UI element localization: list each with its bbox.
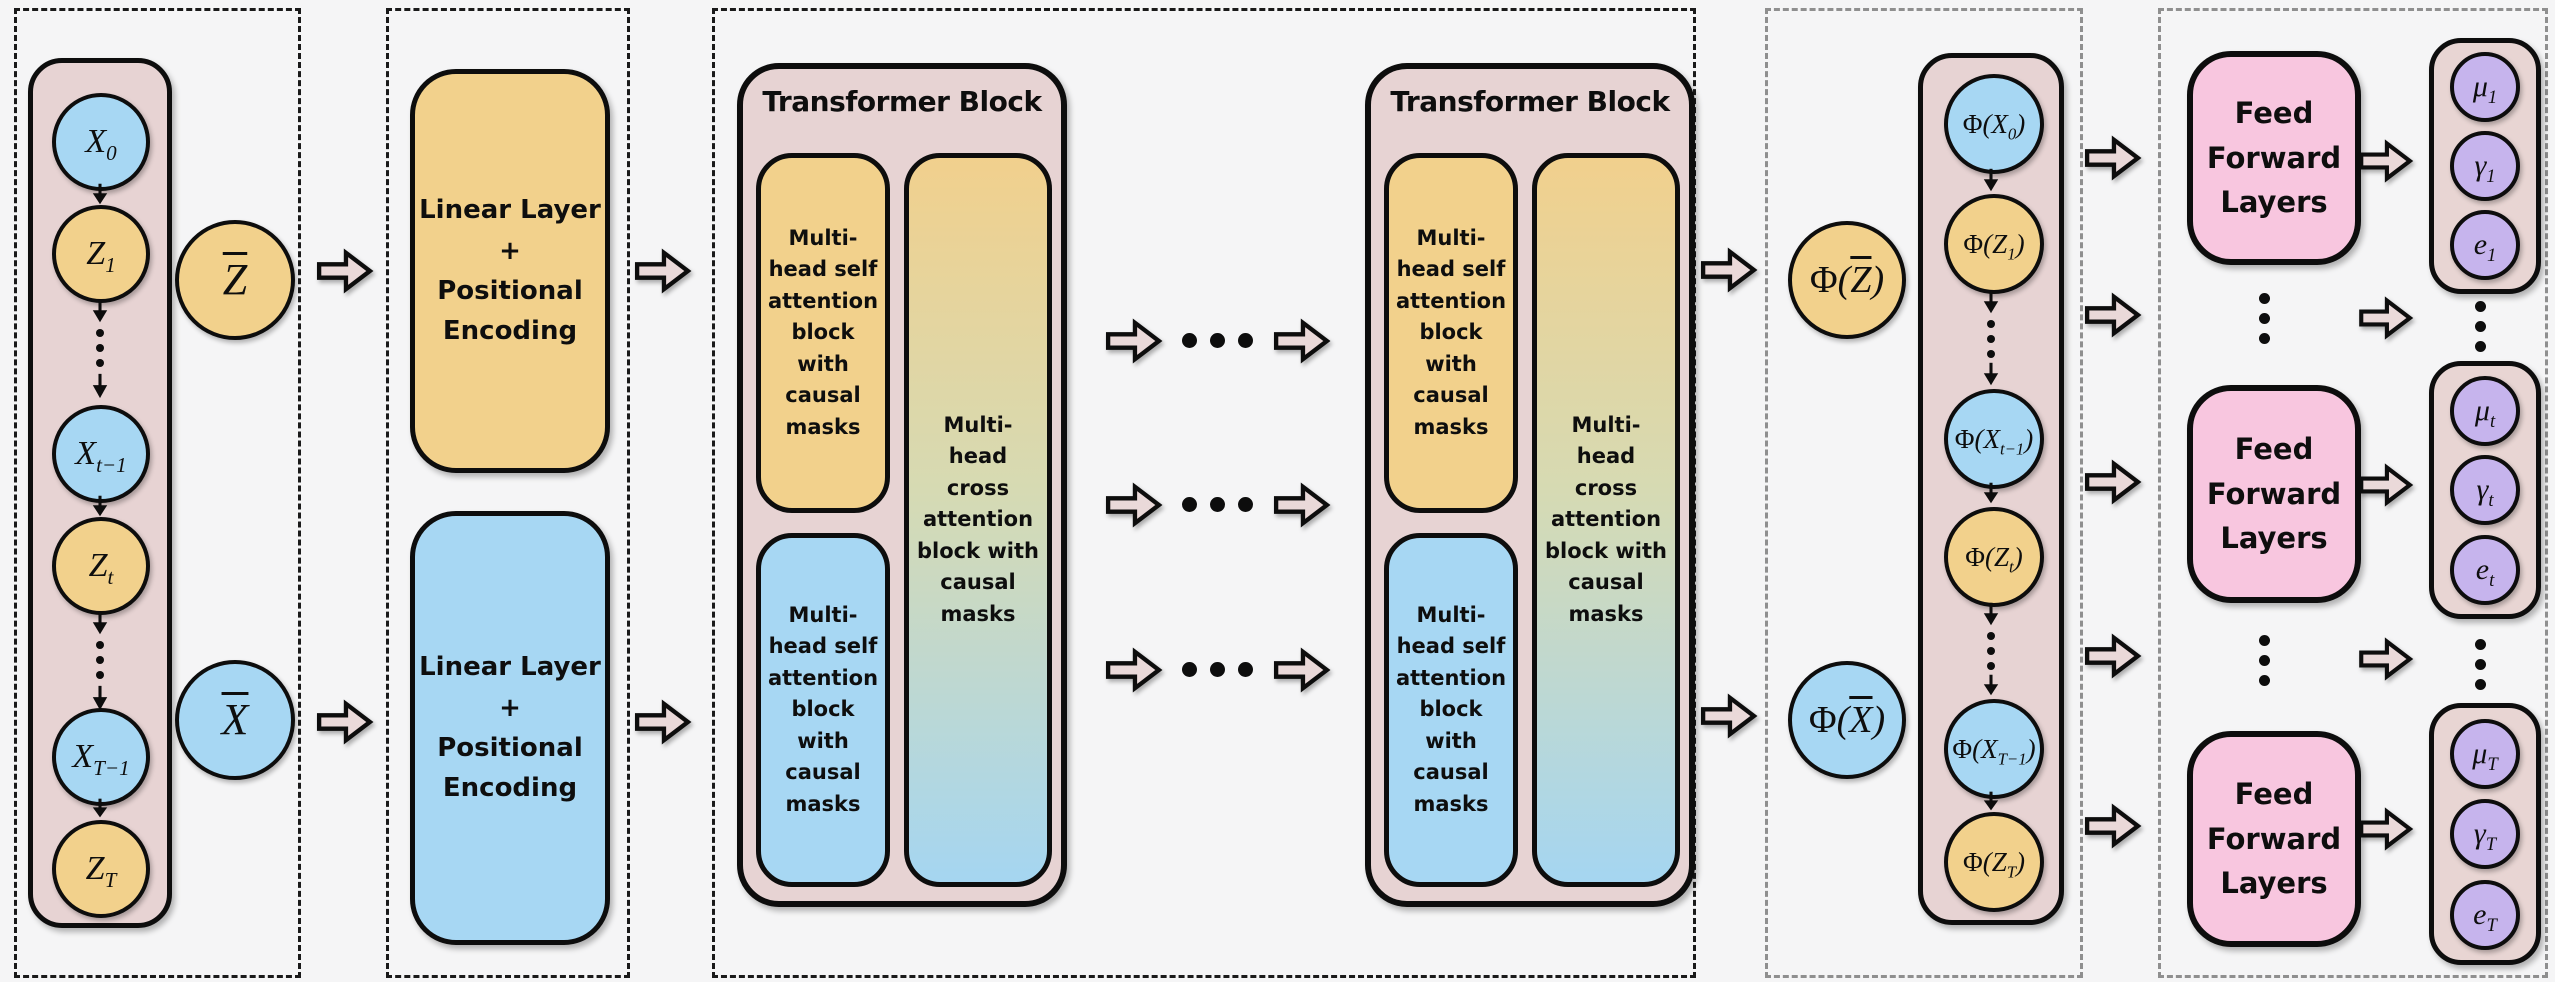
self-attention-x-block: Multi-head self attention block with cau… xyxy=(756,533,890,887)
block-arrow-icon xyxy=(1273,318,1331,364)
down-arrow-icon xyxy=(92,798,108,818)
node-phi-xbar: Φ(X) xyxy=(1788,661,1906,779)
node-z1: Z1 xyxy=(52,205,150,303)
node-mu-1: μ1 xyxy=(2450,52,2520,122)
node-zbar: Z xyxy=(175,220,295,340)
node-zT: ZT xyxy=(52,820,150,918)
vertical-ellipsis xyxy=(2259,635,2270,686)
node-phi-x0: Φ(X0) xyxy=(1944,74,2044,174)
phi-panel: Φ(Z) Φ(X) Φ(X0) Φ(Z1) Φ(Xt−1) Φ(Zt) Φ(XT… xyxy=(1765,8,2083,978)
transformer-panel: Transformer Block Multi-head self attent… xyxy=(712,8,1696,978)
block-arrow-icon xyxy=(1273,482,1331,528)
vertical-ellipsis xyxy=(96,329,104,367)
down-arrow-icon xyxy=(92,611,108,635)
feed-forward-block-2: Feed Forward Layers xyxy=(2187,385,2361,603)
block-arrow-icon xyxy=(1700,693,1758,739)
block-arrow-icon xyxy=(2359,807,2414,851)
block-arrow-icon xyxy=(634,699,692,745)
block-arrow-icon xyxy=(1273,647,1331,693)
node-e-t: et xyxy=(2450,534,2520,605)
block-arrow-icon xyxy=(1700,247,1758,293)
node-mu-T: μT xyxy=(2450,718,2520,789)
horizontal-ellipsis xyxy=(1182,662,1253,677)
self-attention-x-block: Multi-head self attention block with cau… xyxy=(1384,533,1518,887)
node-gamma-T: γT xyxy=(2450,799,2520,869)
x-embedding-block: Linear Layer + Positional Encoding xyxy=(410,511,610,945)
transformer-block-title: Transformer Block xyxy=(762,85,1042,118)
node-gamma-t: γt xyxy=(2450,455,2520,525)
input-panel: X0 Z1 Xt−1 Zt XT−1 ZT Z X xyxy=(14,8,301,978)
transformer-block-2: Transformer Block Multi-head self attent… xyxy=(1365,63,1695,907)
z-embedding-block: Linear Layer + Positional Encoding xyxy=(410,69,610,473)
node-phi-zbar: Φ(Z) xyxy=(1788,221,1906,339)
block-arrow-icon xyxy=(2084,292,2142,338)
down-arrow-icon xyxy=(1983,482,1999,504)
self-attention-z-block: Multi-head self attention block with cau… xyxy=(756,153,890,513)
feed-forward-block-1: Feed Forward Layers xyxy=(2187,51,2361,265)
block-arrow-icon xyxy=(2359,296,2414,340)
transformer-block-1: Transformer Block Multi-head self attent… xyxy=(737,63,1067,907)
down-arrow-icon xyxy=(92,299,108,323)
cross-attention-block: Multi-head cross attention block with ca… xyxy=(1532,153,1680,887)
transformer-block-title: Transformer Block xyxy=(1390,85,1670,118)
vertical-ellipsis xyxy=(2259,293,2270,344)
vertical-ellipsis xyxy=(2475,639,2486,690)
output-group-1: μ1 γ1 e1 xyxy=(2429,38,2541,294)
node-gamma-1: γ1 xyxy=(2450,131,2520,201)
node-phi-zT: Φ(ZT) xyxy=(1944,812,2044,912)
node-e-1: e1 xyxy=(2450,210,2520,280)
node-phi-zt: Φ(Zt) xyxy=(1944,507,2044,607)
cross-attention-block: Multi-head cross attention block with ca… xyxy=(904,153,1052,887)
down-arrow-icon xyxy=(92,373,108,399)
block-arrow-icon xyxy=(2359,637,2414,681)
self-attention-z-block: Multi-head self attention block with cau… xyxy=(1384,153,1518,513)
phi-sequence-container: Φ(X0) Φ(Z1) Φ(Xt−1) Φ(Zt) Φ(XT−1) Φ(ZT) xyxy=(1918,53,2064,925)
block-arrow-icon xyxy=(316,248,374,294)
feed-forward-block-3: Feed Forward Layers xyxy=(2187,731,2361,947)
block-arrow-icon xyxy=(634,248,692,294)
node-mu-t: μt xyxy=(2450,375,2520,446)
horizontal-ellipsis xyxy=(1182,497,1253,512)
block-arrow-icon xyxy=(2084,803,2142,849)
node-xT-1: XT−1 xyxy=(52,708,150,806)
block-arrow-icon xyxy=(2359,463,2414,507)
vertical-ellipsis xyxy=(1987,632,1995,670)
block-arrow-icon xyxy=(1105,647,1163,693)
output-group-T: μT γT eT xyxy=(2429,703,2541,965)
down-arrow-icon xyxy=(1983,362,1999,386)
output-panel: Feed Forward Layers Feed Forward Layers … xyxy=(2158,8,2548,978)
down-arrow-icon xyxy=(1983,791,1999,811)
down-arrow-icon xyxy=(92,685,108,711)
node-phi-xt-1: Φ(Xt−1) xyxy=(1944,389,2044,489)
node-xbar: X xyxy=(175,660,295,780)
block-arrow-icon xyxy=(1105,482,1163,528)
vertical-ellipsis xyxy=(1987,320,1995,358)
node-e-T: eT xyxy=(2450,879,2520,950)
down-arrow-icon xyxy=(92,495,108,517)
block-arrow-icon xyxy=(2359,139,2414,183)
node-x0: X0 xyxy=(52,93,150,191)
down-arrow-icon xyxy=(92,183,108,205)
block-arrow-icon xyxy=(2084,459,2142,505)
block-arrow-icon xyxy=(1105,318,1163,364)
vertical-ellipsis xyxy=(96,641,104,679)
embedding-panel: Linear Layer + Positional Encoding Linea… xyxy=(386,8,630,978)
horizontal-ellipsis xyxy=(1182,333,1253,348)
block-arrow-icon xyxy=(316,699,374,745)
down-arrow-icon xyxy=(1983,168,1999,192)
output-group-t: μt γt et xyxy=(2429,361,2541,619)
down-arrow-icon xyxy=(1983,674,1999,696)
node-phi-xT-1: Φ(XT−1) xyxy=(1944,699,2044,799)
down-arrow-icon xyxy=(1983,602,1999,626)
block-arrow-icon xyxy=(2084,135,2142,181)
block-arrow-icon xyxy=(2084,633,2142,679)
node-xt-1: Xt−1 xyxy=(52,405,150,503)
vertical-ellipsis xyxy=(2475,301,2486,352)
node-phi-z1: Φ(Z1) xyxy=(1944,194,2044,294)
node-zt: Zt xyxy=(52,517,150,615)
input-sequence-container: X0 Z1 Xt−1 Zt XT−1 ZT xyxy=(28,58,172,928)
down-arrow-icon xyxy=(1983,290,1999,314)
